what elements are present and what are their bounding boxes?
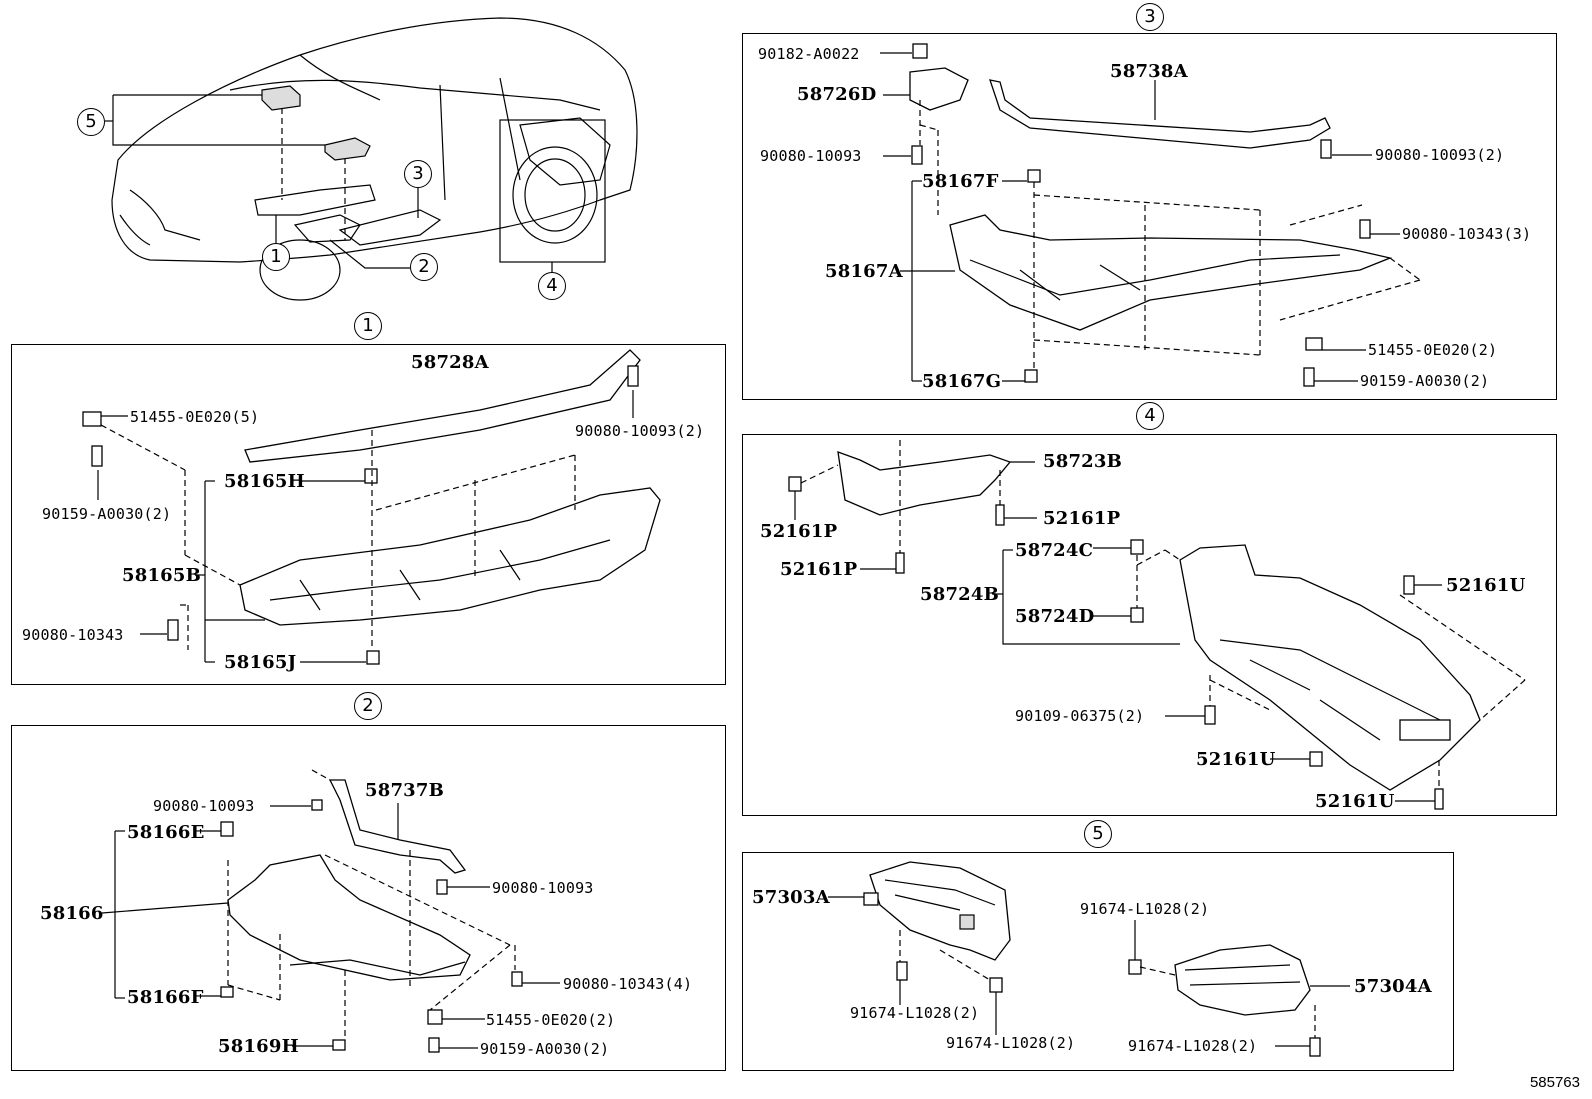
label-58723B[interactable]: 58723B <box>1043 451 1123 472</box>
section4-drawing <box>788 440 1526 810</box>
label-58169H[interactable]: 58169H <box>218 1036 299 1057</box>
label-90080-10343-s1[interactable]: 90080-10343 <box>22 626 124 644</box>
label-58166F[interactable]: 58166F <box>127 987 204 1008</box>
section2-panel <box>11 725 726 1071</box>
label-90159-A0030-s3[interactable]: 90159-A0030(2) <box>1360 372 1490 390</box>
overview-callout-4[interactable]: 4 <box>538 272 566 300</box>
label-58166E[interactable]: 58166E <box>127 822 205 843</box>
section3-title: 3 <box>1136 3 1164 31</box>
label-51455-0E020-s2[interactable]: 51455-0E020(2) <box>486 1011 616 1029</box>
label-57304A[interactable]: 57304A <box>1354 976 1432 997</box>
label-58165J[interactable]: 58165J <box>224 652 297 673</box>
section2-title: 2 <box>354 692 382 720</box>
section1-title: 1 <box>354 312 382 340</box>
section3-panel <box>742 33 1557 400</box>
label-90080-10093-s1[interactable]: 90080-10093(2) <box>575 422 705 440</box>
label-58167G[interactable]: 58167G <box>922 371 1002 392</box>
label-90080-10343-s2[interactable]: 90080-10343(4) <box>563 975 693 993</box>
label-90080-10343-s3[interactable]: 90080-10343(3) <box>1402 225 1532 243</box>
label-52161P-b[interactable]: 52161P <box>760 521 838 542</box>
label-90159-A0030-s2[interactable]: 90159-A0030(2) <box>480 1040 610 1058</box>
label-58167A[interactable]: 58167A <box>825 261 903 282</box>
label-90159-A0030-s1[interactable]: 90159-A0030(2) <box>42 505 172 523</box>
section3-drawing <box>880 43 1421 387</box>
label-58728A[interactable]: 58728A <box>411 352 489 373</box>
label-90080-10093-s2a[interactable]: 90080-10093 <box>153 797 255 815</box>
label-58726D[interactable]: 58726D <box>797 84 877 105</box>
label-57303A[interactable]: 57303A <box>752 887 830 908</box>
overview-callout-5[interactable]: 5 <box>77 108 105 136</box>
label-58165B[interactable]: 58165B <box>122 565 202 586</box>
label-90182-A0022[interactable]: 90182-A0022 <box>758 45 860 63</box>
label-90109-06375[interactable]: 90109-06375(2) <box>1015 707 1145 725</box>
label-52161P-a[interactable]: 52161P <box>1043 508 1121 529</box>
label-91674-L1028-b[interactable]: 91674-L1028(2) <box>850 1004 980 1022</box>
section4-panel <box>742 434 1557 816</box>
label-58737B[interactable]: 58737B <box>365 780 445 801</box>
label-58165H[interactable]: 58165H <box>224 471 305 492</box>
overview-callout-2[interactable]: 2 <box>410 253 438 281</box>
label-52161U-a[interactable]: 52161U <box>1446 575 1526 596</box>
overview-callout-3[interactable]: 3 <box>404 160 432 188</box>
section1-drawing <box>82 349 661 665</box>
diagram-id: 585763 <box>1529 1074 1580 1091</box>
label-52161P-c[interactable]: 52161P <box>780 559 858 580</box>
label-90080-10093-s3b[interactable]: 90080-10093(2) <box>1375 146 1505 164</box>
label-91674-L1028-c[interactable]: 91674-L1028(2) <box>946 1034 1076 1052</box>
label-52161U-c[interactable]: 52161U <box>1315 791 1395 812</box>
label-58166[interactable]: 58166 <box>40 903 104 924</box>
label-58167F[interactable]: 58167F <box>922 171 999 192</box>
section5-drawing <box>828 861 1350 1057</box>
label-58724B[interactable]: 58724B <box>920 584 1000 605</box>
vehicle-overview-drawing <box>105 17 638 301</box>
label-91674-L1028-d[interactable]: 91674-L1028(2) <box>1128 1037 1258 1055</box>
label-51455-0E020-s3[interactable]: 51455-0E020(2) <box>1368 341 1498 359</box>
label-58724C[interactable]: 58724C <box>1015 540 1094 561</box>
label-51455-0E020-s1[interactable]: 51455-0E020(5) <box>130 408 260 426</box>
label-52161U-b[interactable]: 52161U <box>1196 749 1276 770</box>
section1-panel <box>11 344 726 685</box>
section2-drawing <box>101 769 560 1053</box>
section5-title: 5 <box>1084 820 1112 848</box>
overview-callout-1[interactable]: 1 <box>262 243 290 271</box>
label-90080-10093-s3a[interactable]: 90080-10093 <box>760 147 862 165</box>
section5-panel <box>742 852 1454 1071</box>
label-91674-L1028-a[interactable]: 91674-L1028(2) <box>1080 900 1210 918</box>
label-90080-10093-s2b[interactable]: 90080-10093 <box>492 879 594 897</box>
label-58738A[interactable]: 58738A <box>1110 61 1188 82</box>
label-58724D[interactable]: 58724D <box>1015 606 1095 627</box>
section4-title: 4 <box>1136 402 1164 430</box>
